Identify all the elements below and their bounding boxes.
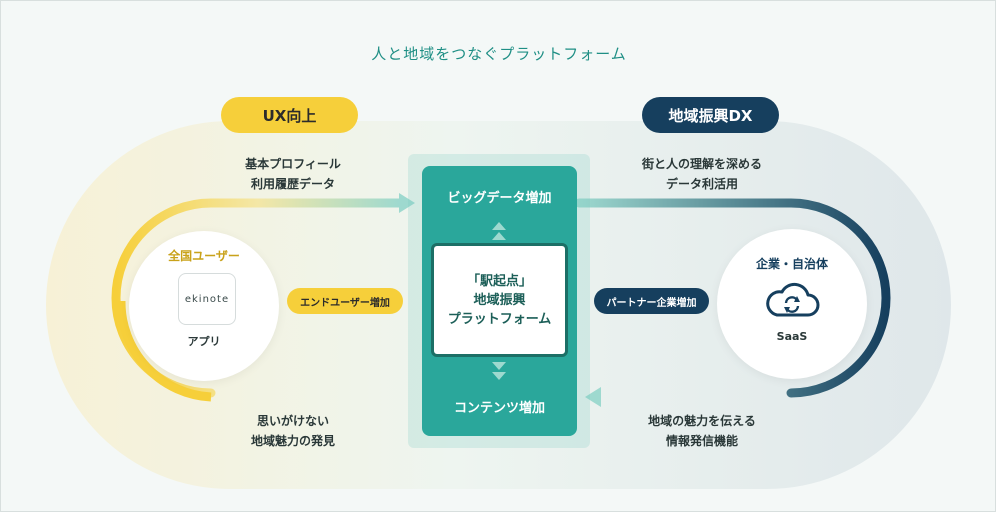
note-bottom-right: 地域の魅力を伝える 情報発信機能 [648,414,756,448]
bottom-right-arrowhead [585,387,601,407]
partner-node-title: 企業・自治体 [755,257,828,271]
content-growth-label: コンテンツ増加 [453,401,545,416]
partner-node [717,229,867,379]
note-top-right: 街と人の理解を深める データ利活用 [641,157,762,191]
note-bottom-left: 思いがけない 地域魅力の発見 [250,414,335,448]
user-node-title: 全国ユーザー [168,249,240,263]
end-user-growth-badge: エンドユーザー増加 [287,288,403,314]
top-right-flow [574,198,891,398]
core-line-2: 地域振興 [473,292,526,308]
diagram-title: 人と地域をつなぐプラットフォーム [371,45,627,63]
dx-badge: 地域振興DX [642,97,779,133]
ekinote-app-icon: ekinote [178,273,236,325]
down-arrows-icon [492,362,506,380]
core-line-3: プラットフォーム [447,311,552,327]
core-line-1: 「駅起点」 [466,273,532,289]
top-left-arrowhead [399,193,415,213]
left-arc-lower [116,300,212,402]
partner-node-caption: SaaS [776,330,808,343]
cloud-sync-icon [766,282,820,317]
ux-badge: UX向上 [221,97,358,133]
up-arrows-icon [492,222,506,240]
partner-growth-badge: パートナー企業増加 [594,288,709,314]
note-top-left: 基本プロフィール 利用履歴データ [245,157,341,191]
platform-core: 「駅起点」 地域振興 プラットフォーム [431,243,568,357]
big-data-label: ビッグデータ増加 [447,191,552,206]
user-node-caption: アプリ [187,335,221,348]
